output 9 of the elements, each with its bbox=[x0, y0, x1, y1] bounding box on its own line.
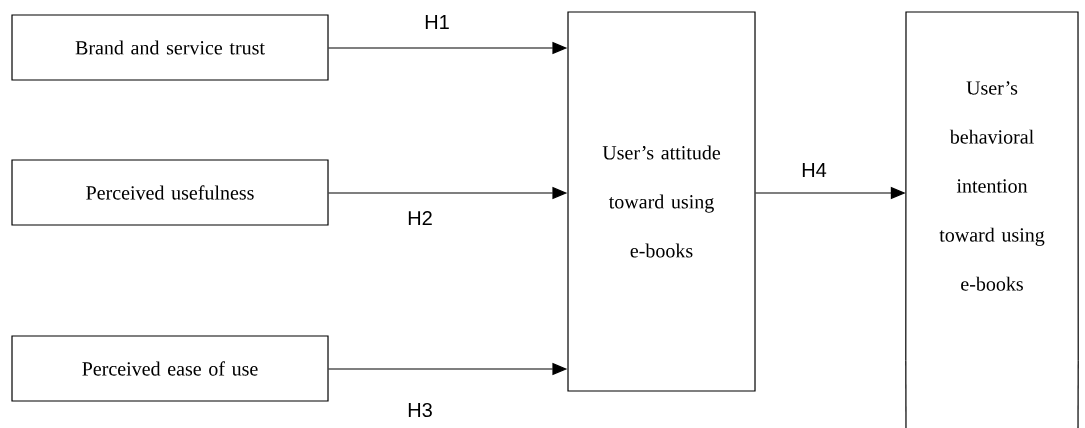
box: Brand and service trust bbox=[11, 14, 329, 81]
edge-label: H4 bbox=[802, 163, 827, 177]
edge-label: H3 bbox=[408, 402, 432, 418]
edge-label: H2 bbox=[408, 211, 432, 225]
box: Perceived usefulness bbox=[11, 159, 329, 226]
box: User’s attitude toward using e-books bbox=[567, 11, 756, 392]
edge-label: H1 bbox=[425, 15, 449, 29]
box: User’s behavioral intention toward using e-books bbox=[905, 11, 1079, 428]
box: Perceived ease of use bbox=[11, 335, 329, 402]
